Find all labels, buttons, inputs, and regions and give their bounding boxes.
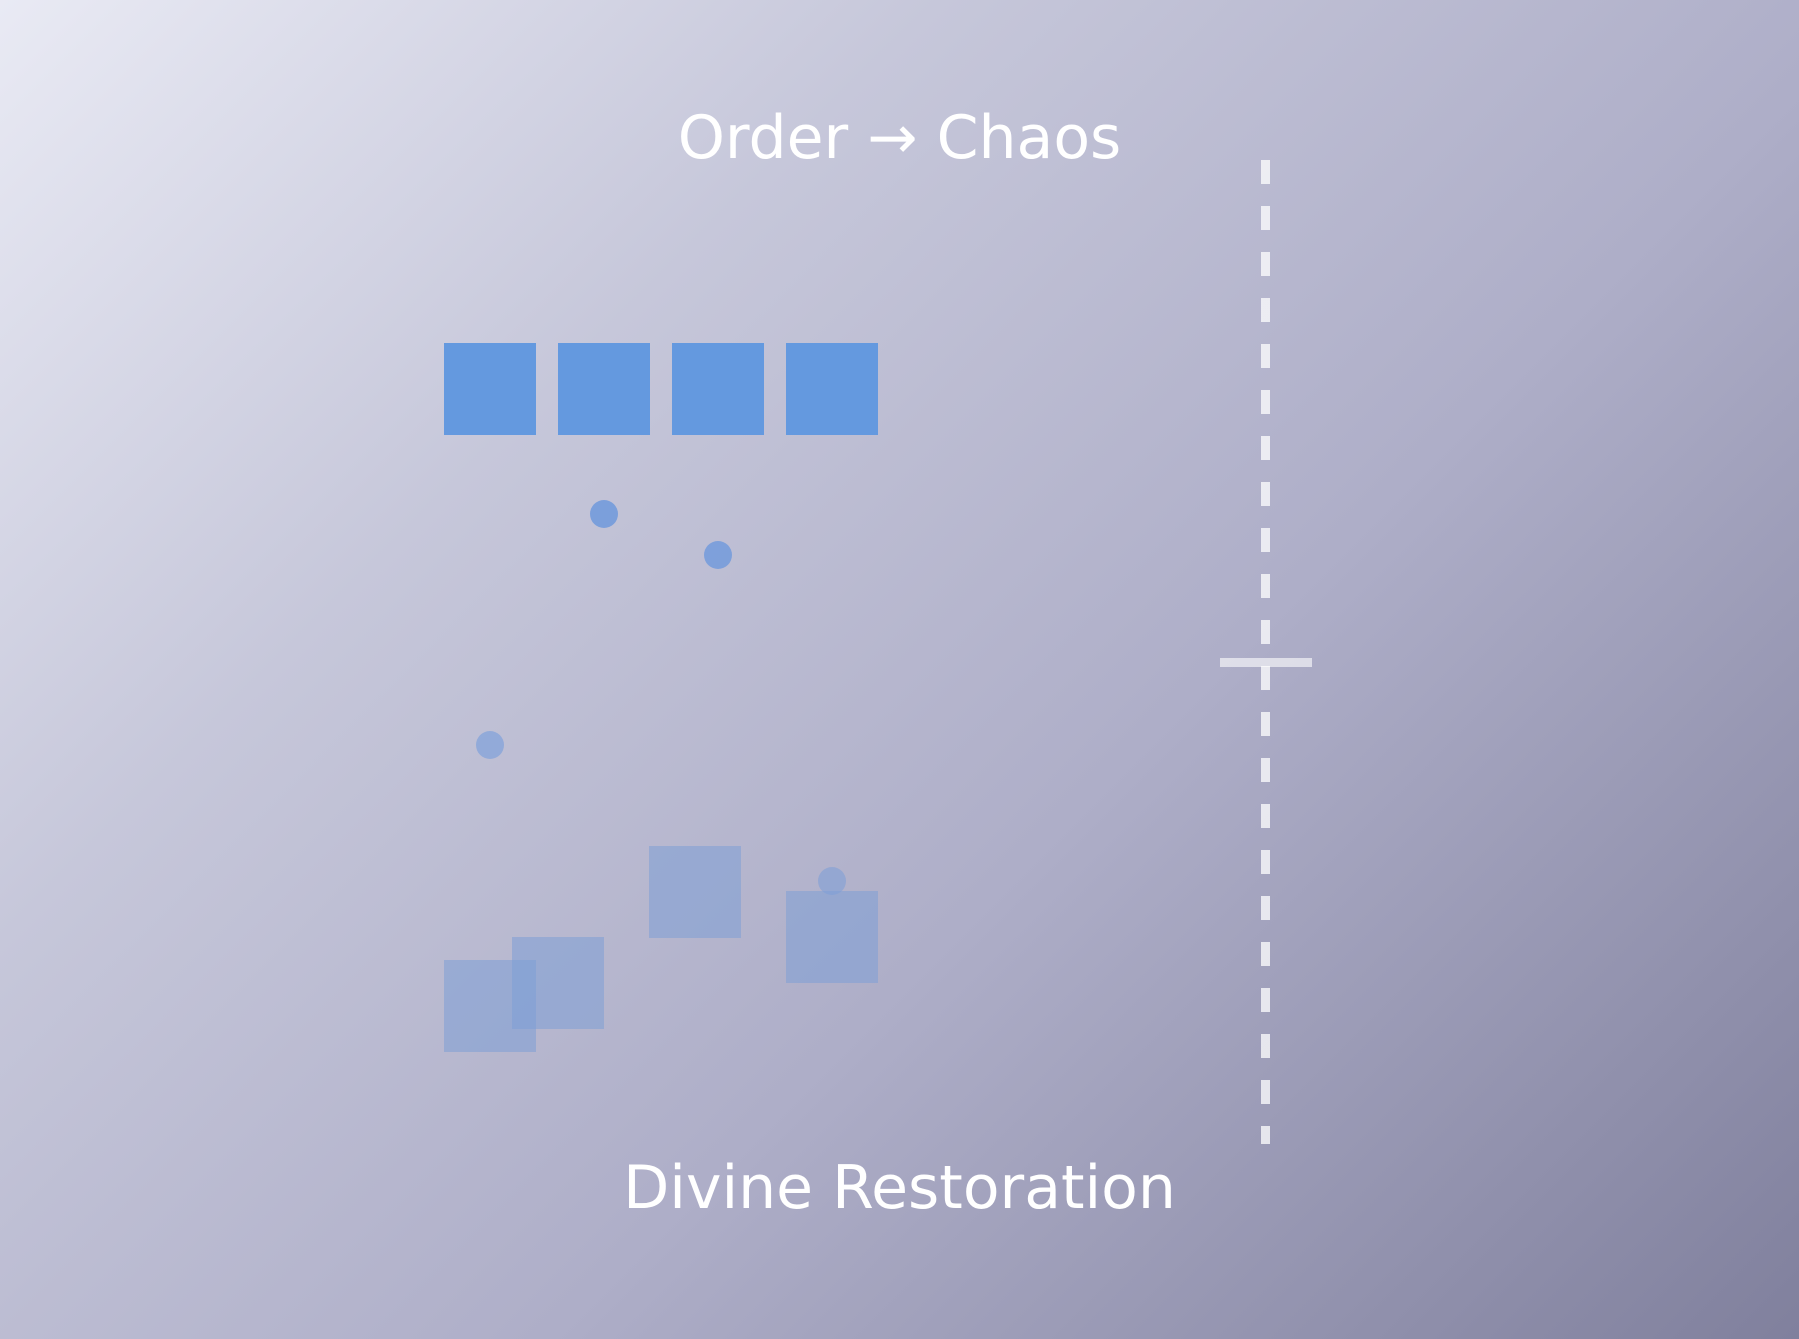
balance-mark [1220,658,1312,667]
ordered-square-1 [444,343,536,435]
falling-dot-2 [704,541,732,569]
scattered-square-4 [512,937,604,1029]
ordered-square-3 [672,343,764,435]
falling-dot-1 [590,500,618,528]
dashed-divider [1261,160,1270,1144]
ordered-square-2 [558,343,650,435]
scattered-square-2 [786,891,878,983]
falling-dot-3 [476,731,504,759]
title-top: Order → Chaos [677,103,1122,173]
ordered-square-4 [786,343,878,435]
title-bottom: Divine Restoration [623,1153,1176,1223]
falling-dot-4 [818,867,846,895]
scattered-square-1 [649,846,741,938]
